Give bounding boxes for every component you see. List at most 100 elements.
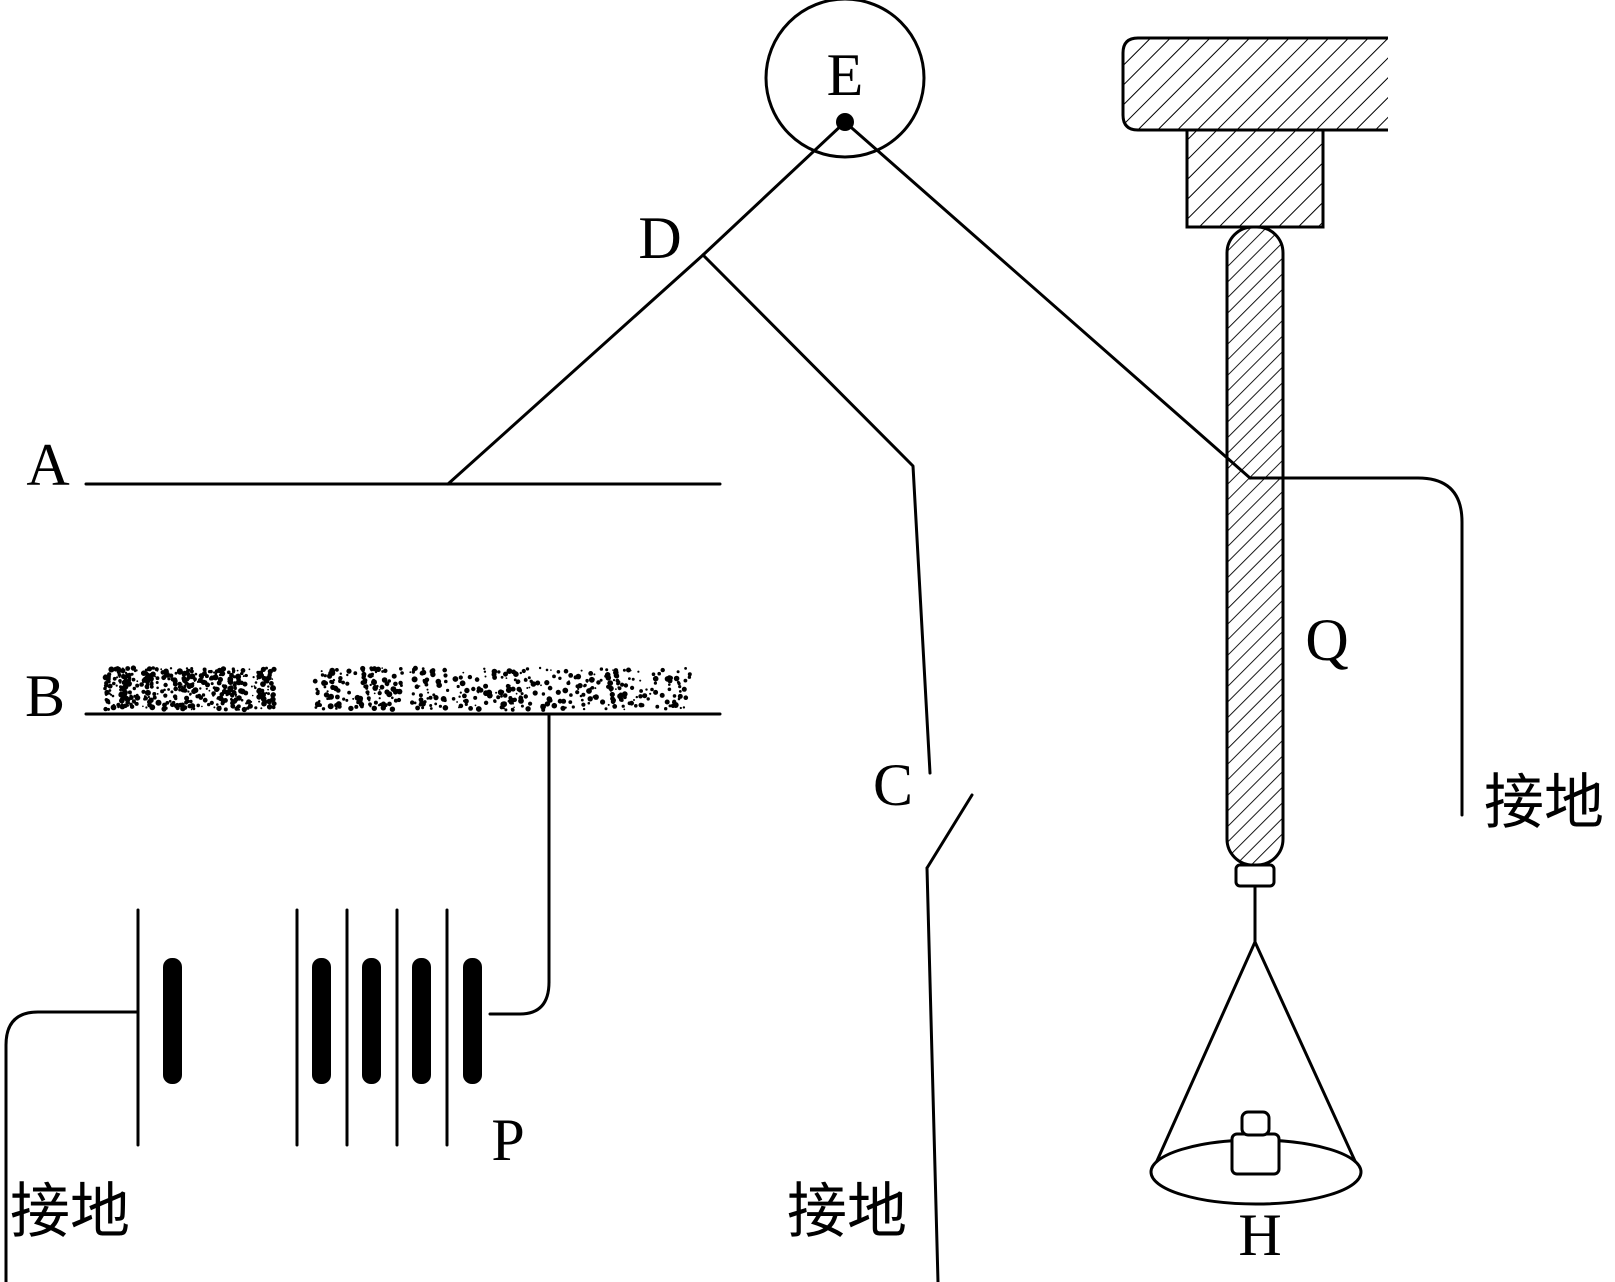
- powder-grain: [414, 684, 420, 689]
- powder-grain: [155, 681, 159, 684]
- powder-grain: [335, 701, 342, 707]
- powder-grain: [615, 688, 617, 690]
- powder-grain: [112, 681, 116, 686]
- powder-grain: [348, 705, 354, 712]
- powder-grain: [148, 676, 154, 682]
- powder-grain: [525, 706, 531, 712]
- powder-grain: [107, 683, 113, 689]
- support-block: [1121, 36, 1388, 229]
- powder-grain: [639, 679, 642, 682]
- powder-grain: [141, 689, 146, 694]
- hanging-pan-h: H: [1149, 884, 1363, 1268]
- powder-grain: [271, 705, 276, 710]
- powder-grain: [474, 704, 477, 707]
- powder-grain: [551, 702, 558, 709]
- powder-grain: [314, 701, 321, 708]
- powder-grain: [271, 701, 277, 707]
- powder-grain: [252, 676, 255, 679]
- powder-grain: [321, 707, 326, 711]
- powder-grain: [146, 666, 153, 672]
- powder-grain: [246, 699, 252, 705]
- powder-grain: [338, 676, 343, 681]
- powder-grain: [421, 706, 425, 710]
- powder-grain: [163, 688, 166, 692]
- powder-grain: [484, 675, 487, 678]
- powder-grain: [520, 692, 524, 696]
- powder-grain: [230, 697, 233, 701]
- powder-grain: [383, 704, 387, 707]
- powder-grain: [151, 666, 155, 670]
- powder-grain: [575, 690, 580, 695]
- powder-grain: [269, 703, 271, 705]
- powder-grain: [156, 686, 159, 690]
- powder-grain: [626, 667, 631, 673]
- powder-grain: [193, 677, 197, 682]
- battery-short-plate-2: [312, 958, 331, 1084]
- powder-grain: [192, 707, 196, 711]
- powder-grain: [462, 671, 465, 674]
- powder-grain: [245, 674, 248, 677]
- powder-grain: [443, 698, 447, 703]
- plate-a: A: [26, 432, 722, 498]
- powder-grain: [575, 673, 582, 680]
- powder-grain: [429, 707, 433, 710]
- powder-grain: [458, 695, 461, 698]
- powder-grain: [260, 688, 265, 693]
- powder-grain: [659, 692, 665, 698]
- powder-grain: [552, 674, 556, 679]
- powder-grain: [409, 671, 412, 674]
- powder-grain: [483, 667, 486, 670]
- powder-grain: [270, 685, 276, 692]
- powder-grain: [186, 671, 191, 677]
- powder-grain: [435, 678, 442, 685]
- powder-grain: [492, 675, 497, 680]
- powder-grain: [142, 680, 145, 684]
- powder-grain: [497, 670, 501, 674]
- plate-b: B: [25, 663, 722, 729]
- powder-grain: [201, 693, 206, 697]
- powder-grain: [500, 675, 504, 679]
- powder-grain: [176, 668, 183, 675]
- powder-grain: [213, 671, 216, 674]
- label-p: P: [491, 1107, 524, 1173]
- powder-grain: [189, 669, 194, 674]
- powder-grain: [254, 686, 257, 690]
- powder-grain: [130, 665, 137, 671]
- powder-grain: [267, 685, 270, 688]
- powder-grain: [368, 699, 371, 702]
- powder-grain: [116, 702, 121, 708]
- powder-grain: [160, 689, 165, 694]
- powder-grain: [529, 679, 533, 683]
- powder-grain: [628, 677, 631, 680]
- powder-grain: [528, 701, 533, 706]
- powder-grain: [555, 689, 561, 695]
- powder-grain: [620, 682, 625, 687]
- powder-grain: [673, 675, 680, 682]
- powder-grain: [119, 681, 122, 684]
- powder-grain: [163, 693, 168, 698]
- powder-grain: [169, 667, 173, 670]
- powder-grain: [588, 671, 594, 676]
- powder-grain: [315, 687, 319, 691]
- powder-grain: [475, 706, 482, 712]
- powder-grain: [261, 700, 267, 707]
- powder-grain: [430, 671, 436, 678]
- powder-grain: [361, 668, 365, 673]
- powder-grain: [258, 700, 261, 703]
- powder-grain: [521, 668, 526, 674]
- powder-grain: [142, 683, 144, 686]
- powder-grain: [320, 670, 323, 673]
- pan-strings: [1150, 940, 1362, 1174]
- powder-grain: [587, 701, 591, 705]
- powder-grain: [353, 671, 358, 676]
- powder-grain: [594, 687, 597, 690]
- powder-grain: [201, 672, 206, 677]
- powder-grain: [682, 706, 686, 709]
- powder-grain: [346, 673, 349, 677]
- powder-grain: [507, 699, 511, 703]
- powder-grain: [232, 670, 235, 674]
- powder-grain: [646, 697, 650, 701]
- powder-grain: [505, 677, 508, 679]
- powder-grain: [253, 685, 256, 687]
